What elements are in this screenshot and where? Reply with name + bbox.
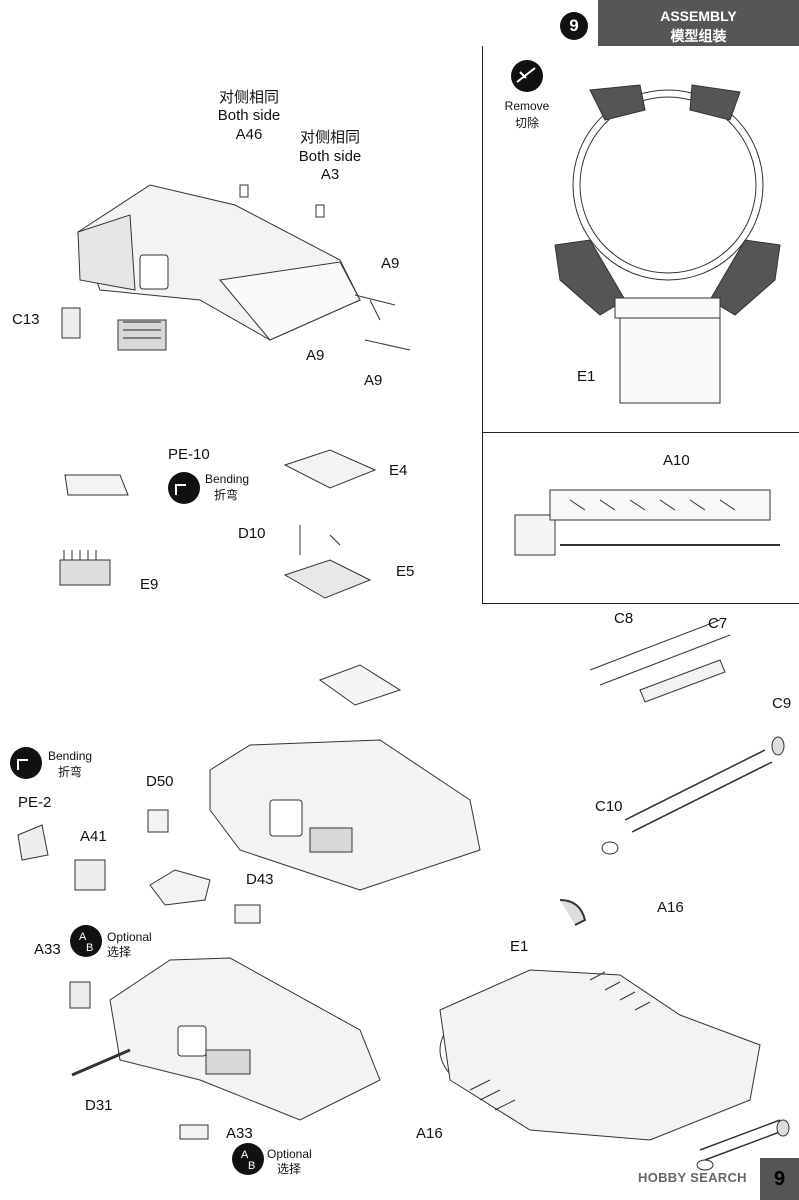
part-label-e5: E5 — [396, 563, 415, 580]
optional-label-en-2: Optional — [267, 1147, 312, 1161]
bending-label-zh-1: 折弯 — [214, 488, 239, 502]
part-label-d50: D50 — [146, 773, 174, 790]
hull-drawing-top — [61, 184, 411, 351]
part-label-e9: E9 — [140, 576, 159, 593]
part-label-a16-bottom: A16 — [416, 1125, 443, 1142]
part-label-a46: A46 — [235, 126, 263, 143]
both-side-label-en-2: Both side — [298, 148, 362, 165]
optional-badge-drawing-1: A B — [70, 925, 102, 957]
e4-e5-drawing — [283, 449, 377, 599]
remove-label-zh: 切除 — [514, 116, 539, 130]
remove-icon-drawing — [511, 60, 543, 92]
part-label-c7: C7 — [708, 615, 728, 632]
part-label-d43: D43 — [246, 871, 274, 888]
part-label-e1-bottom: E1 — [510, 938, 529, 955]
remove-label-en: Remove — [504, 99, 550, 113]
watermark-text: HOBBY SEARCH — [638, 1170, 747, 1185]
c7-c8-drawing — [589, 619, 731, 703]
svg-text:B: B — [248, 1160, 255, 1172]
both-side-label-en-1: Both side — [217, 107, 281, 124]
part-label-a10: A10 — [663, 452, 690, 469]
right-panel-border — [482, 46, 483, 604]
part-label-d31: D31 — [85, 1097, 113, 1114]
svg-text:B: B — [86, 942, 93, 954]
part-label-a9-low: A9 — [364, 372, 383, 389]
right-panel-bottom-border — [482, 603, 799, 604]
a10-rack-drawing — [514, 489, 780, 556]
bending-icon-drawing-1 — [168, 472, 200, 504]
part-label-pe2: PE-2 — [18, 794, 52, 811]
bending-icon-drawing — [10, 747, 42, 779]
step-header-bar — [598, 0, 799, 46]
part-label-a33-top: A33 — [34, 941, 61, 958]
part-label-a33-bottom: A33 — [226, 1125, 253, 1142]
part-label-a16-top: A16 — [657, 899, 684, 916]
turret-floor-drawing — [439, 899, 790, 1171]
part-label-e4: E4 — [389, 462, 408, 479]
hull-drawing-bottom — [69, 957, 381, 1140]
turret-ring-drawing — [554, 84, 781, 404]
part-label-c9: C9 — [772, 695, 792, 712]
part-label-c13: C13 — [12, 311, 40, 328]
right-panel-mid-divider — [482, 432, 799, 433]
svg-text:A: A — [241, 1149, 249, 1161]
optional-badge-drawing-2: A B — [232, 1143, 264, 1175]
step-number-badge: 9 — [560, 12, 588, 40]
optional-label-zh-1: 选择 — [107, 945, 132, 959]
part-label-c8: C8 — [614, 610, 634, 627]
part-label-a9-mid: A9 — [306, 347, 325, 364]
page-number: 9 — [760, 1158, 799, 1200]
svg-text:A: A — [79, 931, 87, 943]
part-label-a41: A41 — [80, 828, 107, 845]
header-title-en: ASSEMBLY — [660, 8, 737, 24]
part-label-a9-top: A9 — [381, 255, 400, 272]
both-side-label-zh-1: 对侧相同 — [218, 89, 279, 106]
header-title-zh: 模型组装 — [670, 28, 727, 44]
bending-label-en-1: Bending — [205, 472, 250, 486]
hull-drawing-middle — [17, 664, 481, 924]
part-label-c10: C10 — [595, 798, 623, 815]
both-side-label-zh-2: 对侧相同 — [299, 129, 360, 146]
optional-label-zh-2: 选择 — [277, 1162, 302, 1176]
bending-label-zh-2: 折弯 — [58, 765, 83, 779]
part-label-d10: D10 — [238, 525, 266, 542]
pe10-e9-drawing — [59, 474, 129, 586]
part-label-pe10: PE-10 — [168, 446, 210, 463]
part-label-e1-top: E1 — [577, 368, 596, 385]
c9-c10-drawing — [601, 736, 785, 855]
optional-label-en-1: Optional — [107, 930, 152, 944]
bending-label-en-2: Bending — [48, 749, 93, 763]
part-label-a3: A3 — [320, 166, 340, 183]
